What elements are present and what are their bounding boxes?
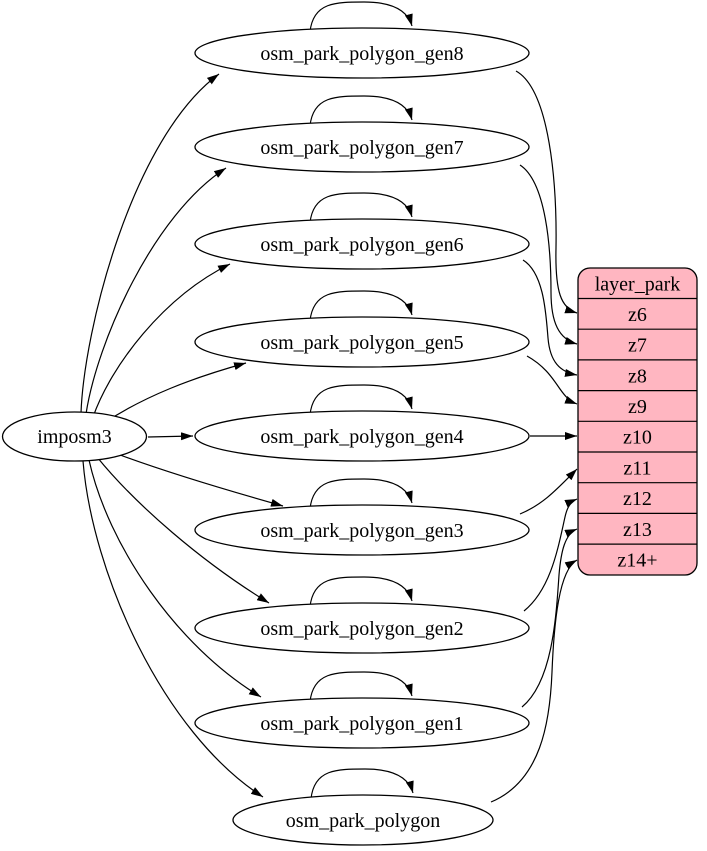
edge-osm-park-polygon-to-z14plus: [490, 559, 578, 803]
edge-imposm3-to-osm-park-polygon-gen2: [96, 456, 270, 604]
gen5-ellipse: [194, 316, 530, 368]
edge-osm-park-polygon-gen3-to-z11: [519, 468, 578, 515]
edge-osm-park-polygon-gen8-to-z6: [515, 70, 578, 314]
gen1-label: osm_park_polygon_gen1: [260, 713, 463, 735]
gen8-ellipse: [194, 27, 530, 79]
node-imposm3: imposm3: [1, 411, 148, 462]
layer-row-z11: z11: [623, 457, 651, 479]
edge-imposm3-to-osm-park-polygon-gen6: [92, 263, 231, 418]
layer-row-z9: z9: [628, 396, 647, 418]
polygon-ellipse: [232, 794, 494, 846]
self-loop-osm-park-polygon-gen6: [309, 192, 413, 224]
self-loop-osm-park-polygon-gen2: [309, 576, 413, 608]
layer-row-z8: z8: [628, 365, 647, 387]
layer-row-z7: z7: [628, 335, 647, 357]
gen1-ellipse: [194, 697, 530, 749]
layer-row-z6: z6: [628, 304, 647, 326]
self-loop-osm-park-polygon-gen3: [309, 478, 413, 510]
gen3-ellipse: [194, 504, 530, 556]
edge-imposm3-to-osm-park-polygon: [82, 460, 264, 798]
layer-row-z12: z12: [623, 488, 652, 510]
gen2-ellipse: [194, 602, 530, 654]
imposm3-ellipse: [1, 411, 148, 462]
gen3-label: osm_park_polygon_gen3: [260, 520, 463, 542]
node-osm-park-polygon-gen8: osm_park_polygon_gen8: [194, 27, 530, 79]
self-loop-osm-park-polygon: [310, 768, 414, 800]
self-loop-osm-park-polygon-gen4: [309, 384, 413, 416]
gen4-ellipse: [194, 410, 530, 462]
node-osm-park-polygon-gen1: osm_park_polygon_gen1: [194, 697, 530, 749]
node-osm-park-polygon-gen3: osm_park_polygon_gen3: [194, 504, 530, 556]
node-osm-park-polygon-gen2: osm_park_polygon_gen2: [194, 602, 530, 654]
edge-imposm3-to-osm-park-polygon-gen4: [147, 432, 194, 441]
layer-park-table: layer_park z6 z7 z8 z9 z10 z11 z12 z13 z…: [577, 267, 698, 576]
layer-row-z14plus: z14+: [617, 550, 657, 572]
node-osm-park-polygon-gen6: osm_park_polygon_gen6: [194, 218, 530, 270]
edge-imposm3-to-osm-park-polygon-gen5: [103, 362, 247, 424]
layer-park-title: layer_park: [595, 273, 681, 295]
edge-imposm3-to-osm-park-polygon-gen3: [111, 451, 284, 507]
gen4-label: osm_park_polygon_gen4: [260, 426, 463, 448]
edge-imposm3-to-osm-park-polygon-gen7: [85, 167, 227, 415]
gen8-label: osm_park_polygon_gen8: [260, 43, 463, 65]
layer-row-z13: z13: [623, 519, 652, 541]
gen6-ellipse: [194, 218, 530, 270]
gen7-label: osm_park_polygon_gen7: [260, 137, 463, 159]
self-loop-osm-park-polygon-gen7: [309, 95, 413, 127]
imposm3-label: imposm3: [37, 426, 111, 448]
edge-osm-park-polygon-gen6-to-z8: [522, 259, 578, 377]
edge-osm-park-polygon-gen1-to-z13: [521, 528, 578, 708]
self-loop-osm-park-polygon-gen1: [309, 671, 413, 703]
gen6-label: osm_park_polygon_gen6: [260, 234, 463, 256]
edge-imposm3-to-osm-park-polygon-gen1: [88, 459, 262, 698]
node-osm-park-polygon-gen5: osm_park_polygon_gen5: [194, 316, 530, 368]
node-osm-park-polygon-gen7: osm_park_polygon_gen7: [194, 121, 530, 173]
node-osm-park-polygon: osm_park_polygon: [232, 794, 494, 846]
edge-osm-park-polygon-gen5-to-z9: [526, 355, 578, 405]
edge-imposm3-to-osm-park-polygon-gen8: [80, 73, 220, 414]
self-loop-osm-park-polygon-gen5: [309, 290, 413, 322]
self-loop-osm-park-polygon-gen8: [309, 1, 413, 33]
gen2-label: osm_park_polygon_gen2: [260, 618, 463, 640]
layer-row-z10: z10: [623, 427, 652, 449]
edge-osm-park-polygon-gen2-to-z12: [523, 498, 578, 612]
polygon-label: osm_park_polygon: [286, 810, 440, 832]
node-osm-park-polygon-gen4: osm_park_polygon_gen4: [194, 410, 530, 462]
gen7-ellipse: [194, 121, 530, 173]
gen5-label: osm_park_polygon_gen5: [260, 332, 463, 354]
edge-osm-park-polygon-gen7-to-z7: [519, 164, 578, 345]
